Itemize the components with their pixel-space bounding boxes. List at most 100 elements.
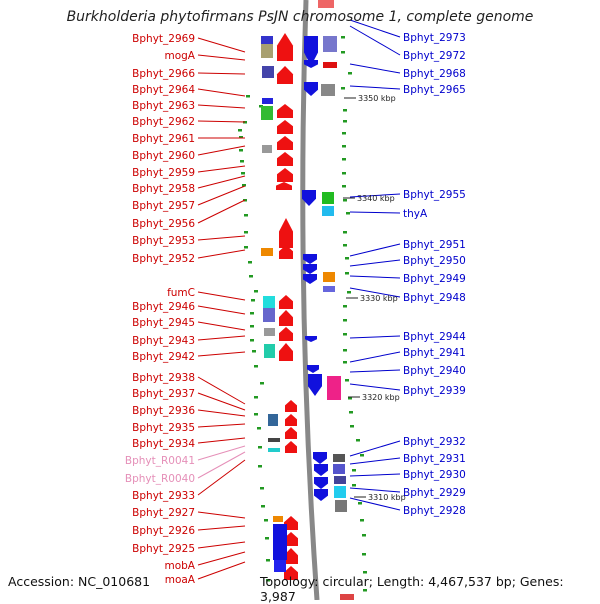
right-gene-label-10: Bphyt_2944 <box>403 331 466 343</box>
left-connector-8 <box>197 165 246 173</box>
right-gene-label-7: Bphyt_2950 <box>403 255 466 267</box>
forward-gene-9 <box>279 245 293 259</box>
tick-mark-58 <box>348 397 352 400</box>
left-gene-label-13: Bphyt_2952 <box>132 253 195 265</box>
gene-block-28 <box>334 486 346 498</box>
tick-mark-55 <box>343 349 347 352</box>
gene-block-29 <box>335 500 347 512</box>
gene-block-23 <box>323 286 335 292</box>
gene-block-9 <box>264 328 275 336</box>
gene-block-22 <box>323 272 335 282</box>
left-connector-22 <box>197 423 246 428</box>
tick-mark-8 <box>242 184 246 187</box>
tick-mark-57 <box>345 379 349 382</box>
left-connector-5 <box>197 120 246 123</box>
tick-mark-6 <box>240 160 244 163</box>
tick-mark-4 <box>239 136 243 139</box>
left-connector-23 <box>197 437 246 444</box>
tick-mark-36 <box>348 72 352 75</box>
right-gene-label-2: Bphyt_2968 <box>403 68 466 80</box>
tick-mark-27 <box>258 465 262 468</box>
left-connector-15 <box>197 305 246 315</box>
tick-mark-2 <box>243 121 247 124</box>
forward-gene-20 <box>284 548 298 564</box>
left-gene-label-20: Bphyt_2937 <box>132 388 195 400</box>
gene-block-21 <box>322 206 334 216</box>
tick-mark-19 <box>250 339 254 342</box>
left-gene-label-4: Bphyt_2963 <box>132 100 195 112</box>
left-connector-19 <box>197 376 246 405</box>
tick-mark-33 <box>266 579 270 582</box>
gene-block-12 <box>268 438 280 442</box>
tick-mark-13 <box>248 261 252 264</box>
left-gene-label-8: Bphyt_2959 <box>132 167 195 179</box>
forward-gene-10 <box>279 295 293 309</box>
tick-mark-26 <box>258 446 262 449</box>
left-connector-31 <box>197 561 246 580</box>
tick-mark-15 <box>254 290 258 293</box>
kbp-label-1: 3340 kbp <box>357 194 395 203</box>
tick-mark-32 <box>266 559 270 562</box>
tick-mark-41 <box>342 145 346 148</box>
right-gene-label-3: Bphyt_2965 <box>403 84 466 96</box>
forward-gene-1 <box>277 66 293 84</box>
gene-block-17 <box>323 36 337 52</box>
right-gene-label-11: Bphyt_2941 <box>403 347 466 359</box>
reverse-gene-1 <box>304 60 318 68</box>
left-gene-label-27: Bphyt_2927 <box>132 507 195 519</box>
tick-mark-11 <box>244 231 248 234</box>
forward-gene-14 <box>285 400 297 412</box>
tick-mark-7 <box>241 172 245 175</box>
reverse-gene-4 <box>303 254 317 264</box>
left-gene-label-31: moaA <box>165 574 196 586</box>
tick-mark-50 <box>345 272 349 275</box>
tick-mark-51 <box>347 291 351 294</box>
left-connector-2 <box>197 72 246 75</box>
forward-gene-18 <box>284 516 298 530</box>
left-gene-label-6: Bphyt_2961 <box>132 133 195 145</box>
gene-block-4 <box>261 106 273 120</box>
tick-mark-38 <box>343 109 347 112</box>
left-gene-label-28: Bphyt_2926 <box>132 525 195 537</box>
right-connector-6 <box>349 243 401 257</box>
left-connector-12 <box>197 235 246 241</box>
gene-block-3 <box>262 98 273 104</box>
right-connector-9 <box>349 287 401 298</box>
left-connector-18 <box>197 351 246 357</box>
tick-mark-43 <box>342 172 346 175</box>
left-connector-29 <box>197 541 246 549</box>
gene-block-16 <box>274 560 286 572</box>
forward-gene-11 <box>279 310 293 326</box>
left-gene-label-22: Bphyt_2935 <box>132 422 195 434</box>
right-connector-11 <box>349 351 401 363</box>
tick-mark-65 <box>358 502 362 505</box>
tick-mark-62 <box>360 454 364 457</box>
right-connector-5 <box>349 211 401 214</box>
right-connector-3 <box>349 85 401 90</box>
right-connector-4 <box>349 193 401 198</box>
right-gene-label-13: Bphyt_2939 <box>403 385 466 397</box>
tick-mark-14 <box>249 275 253 278</box>
right-connector-2 <box>349 63 401 74</box>
tick-mark-47 <box>343 231 347 234</box>
left-connector-14 <box>197 291 246 301</box>
right-gene-label-16: Bphyt_2930 <box>403 469 466 481</box>
forward-gene-17 <box>285 441 297 453</box>
tick-mark-18 <box>250 325 254 328</box>
left-connector-28 <box>197 525 246 531</box>
left-connector-13 <box>197 249 246 259</box>
tick-mark-64 <box>352 484 356 487</box>
tick-mark-0 <box>246 95 250 98</box>
tick-mark-56 <box>343 361 347 364</box>
gene-block-19 <box>321 84 335 96</box>
forward-gene-7 <box>276 182 292 190</box>
left-connector-1 <box>197 54 246 61</box>
right-gene-label-8: Bphyt_2949 <box>403 273 466 285</box>
left-gene-label-30: mobA <box>164 560 195 572</box>
tick-mark-31 <box>265 537 269 540</box>
right-gene-label-1: Bphyt_2972 <box>403 50 466 62</box>
tick-mark-35 <box>341 51 345 54</box>
left-connector-10 <box>197 185 246 206</box>
right-gene-label-15: Bphyt_2931 <box>403 453 466 465</box>
left-gene-label-24: Bphyt_R0041 <box>125 455 195 467</box>
